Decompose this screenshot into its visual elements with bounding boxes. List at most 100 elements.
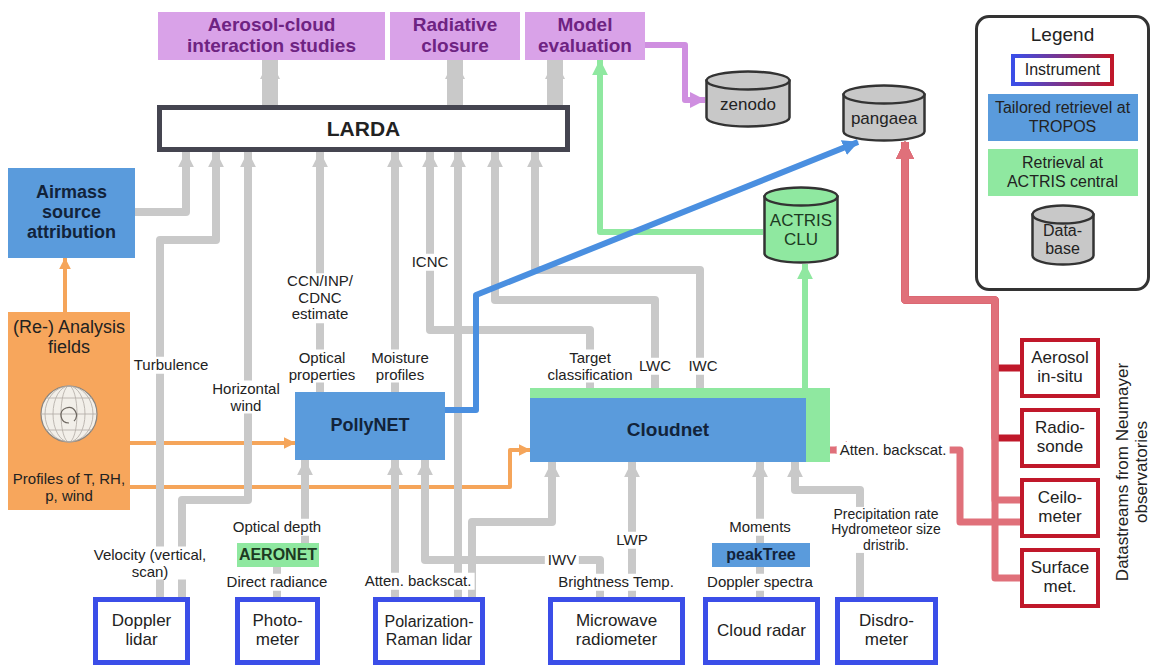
legend-swatch: Tailored retrievel at TROPOS [988, 94, 1138, 141]
node-text: Aerosol-cloud interaction studies [163, 15, 380, 57]
node-text: Surface met. [1029, 559, 1091, 596]
framework-box: LARDA [157, 105, 570, 152]
flow-connector [645, 45, 705, 100]
instrument-box: Polarization- Raman lidar [373, 597, 485, 665]
node-text: (Re-) Analysis fields [12, 318, 126, 358]
flow-connector [454, 152, 462, 597]
legend-title: Legend [1031, 24, 1094, 46]
instrument-box: Ceilo- meter [1020, 478, 1100, 538]
retrieval-tag: AERONET [237, 543, 319, 567]
legend-entry: Instrument [1011, 54, 1115, 86]
edge-label: Doppler spectra [704, 574, 816, 591]
node-text: pangaea [851, 110, 917, 129]
retrieval-box: PollyNET [295, 392, 445, 460]
node-text: AERONET [239, 546, 317, 564]
annotation-label: Velocity (vertical, scan) [90, 547, 211, 580]
instrument-box: Radio- sonde [1020, 408, 1100, 468]
node-text: PollyNET [330, 416, 409, 436]
legend-swatch: Retrieval at ACTRIS central [988, 149, 1138, 196]
node-text: Doppler lidar [103, 612, 180, 649]
node-text: Model evaluation [530, 15, 640, 57]
instrument-box: Photo- meter [235, 597, 320, 665]
annotation-label: CCN/INP/ CDNC estimate [277, 273, 363, 323]
edge-label: Turbulence [131, 357, 212, 374]
node-text: Aerosol in-situ [1029, 349, 1091, 386]
node-text: Microwave radiometer [558, 612, 675, 649]
node-text: Disdro- meter [845, 612, 928, 649]
edge-label: Atten. backscat. [837, 442, 950, 459]
legend-text: Data- base [1033, 222, 1093, 259]
reanalysis-box: (Re-) Analysis fieldsProfiles of T, RH, … [8, 312, 130, 510]
flow-connector [547, 60, 563, 105]
node-text: Radio- sonde [1029, 419, 1091, 456]
edge-label: IWC [685, 358, 720, 375]
output-box: Radiative closure [390, 12, 520, 60]
flow-connector [262, 60, 278, 105]
cylinder-top [844, 86, 925, 104]
annotation-label: Brightness Temp. [555, 574, 677, 591]
flow-connector [445, 142, 858, 410]
database-cylinder: zenodo [705, 70, 791, 128]
database-cylinder: ACTRIS CLU [763, 186, 839, 264]
node-text: Ceilo- meter [1029, 489, 1091, 526]
globe-icon [38, 383, 100, 445]
instrument-box: Aerosol in-situ [1020, 338, 1100, 398]
retrieval-box: Airmass source attribution [8, 168, 135, 258]
flow-connector [135, 152, 186, 212]
cylinder-top [707, 72, 790, 90]
edge-label: LWC [636, 358, 674, 375]
edge-label: Direct radiance [224, 574, 331, 591]
flow-connector [160, 152, 216, 597]
database-cylinder: pangaea [842, 84, 926, 142]
node-text: Cloud radar [717, 622, 806, 641]
instrument-box: Surface met. [1020, 548, 1100, 608]
edge-label: Target classification [537, 350, 643, 383]
edge-label: Moisture profiles [357, 350, 443, 383]
node-text: Polarization- Raman lidar [383, 613, 475, 648]
cylinder-top [1032, 205, 1093, 223]
legend-box: LegendInstrumentTailored retrievel at TR… [975, 15, 1150, 291]
output-box: Model evaluation [525, 12, 645, 60]
instrument-box: Disdro- meter [835, 597, 938, 665]
edge-label: Optical properties [279, 350, 365, 383]
legend-entry: Tailored retrievel at TROPOS [988, 94, 1138, 141]
flow-connector [535, 152, 700, 388]
legend-entry: Retrieval at ACTRIS central [988, 149, 1138, 196]
edge-label: IWV [545, 552, 579, 569]
edge-label: Optical depth [230, 519, 324, 536]
edge-label: Atten. backscat. [362, 573, 475, 590]
node-text: ACTRIS CLU [766, 212, 836, 249]
legend-text: Tailored retrievel at TROPOS [992, 99, 1134, 136]
retrieval-box: Cloudnet [530, 388, 830, 462]
annotation-label: Datastreams from Neumayer observatories [1114, 339, 1151, 605]
node-text: Photo- meter [245, 612, 310, 649]
instrument-box: Doppler lidar [93, 597, 190, 665]
flow-connector [63, 258, 67, 312]
edge-label: Horizontal wind [199, 381, 293, 414]
legend-text: Retrieval at ACTRIS central [992, 154, 1134, 191]
edge-label: Moments [726, 519, 794, 536]
node-text: Airmass source attribution [13, 183, 130, 242]
node-text: Cloudnet [627, 420, 709, 441]
node-text: LARDA [327, 117, 401, 140]
instrument-box: Cloud radar [703, 597, 820, 665]
flow-connector [472, 462, 552, 597]
edge-label: Precipitation rate Hydrometeor size dris… [822, 507, 950, 553]
node-text: Profiles of T, RH, p, wind [12, 471, 126, 504]
node-text: Radiative closure [395, 15, 515, 57]
node-text: zenodo [720, 96, 776, 115]
legend-entry: Data- base [1031, 204, 1095, 266]
instrument-box: Microwave radiometer [548, 597, 685, 665]
flow-connector [802, 264, 808, 388]
legend-swatch: Data- base [1031, 204, 1095, 266]
edge-label: LWP [613, 532, 650, 549]
cylinder-top [765, 188, 838, 206]
node-text: peakTree [726, 546, 795, 564]
flow-connector [447, 60, 463, 105]
output-box: Aerosol-cloud interaction studies [158, 12, 385, 60]
flow-connector [130, 441, 295, 445]
legend-text: Instrument [1025, 61, 1101, 79]
retrieval-tag: peakTree [712, 543, 810, 567]
annotation-label: ICNC [409, 254, 452, 271]
